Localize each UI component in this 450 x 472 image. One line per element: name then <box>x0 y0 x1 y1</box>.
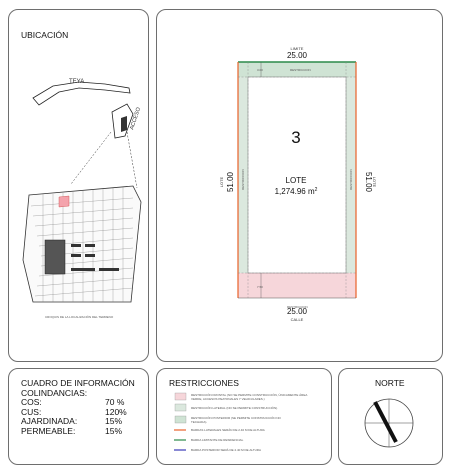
norte-panel: NORTE <box>338 368 443 465</box>
right-dim: 51.00 <box>364 172 373 193</box>
restricciones-legend <box>174 392 187 451</box>
subdivision-plan <box>22 185 142 303</box>
buildable-area <box>247 76 347 274</box>
info-title: CUADRO DE INFORMACIÓN <box>21 378 135 388</box>
info-panel: CUADRO DE INFORMACIÓN COLINDANCIAS: COS:… <box>8 368 149 465</box>
legend-swatch-front <box>174 392 187 401</box>
left-label: LOTE <box>219 176 224 187</box>
compass-icon <box>364 398 414 448</box>
info-row-ajardinada: AJARDINADA:15% <box>21 416 123 426</box>
right-label: LOTE <box>372 177 377 188</box>
left-dim: 51.00 <box>226 171 235 192</box>
info-rows: COS:70 % CUS:120% AJARDINADA:15% PERMEAB… <box>21 397 141 436</box>
ubicacion-title: UBICACIÓN <box>21 30 69 40</box>
side-band-text-left: RESTRICCION <box>241 169 245 190</box>
legend-text-green: BARDA LIMITANTE DE RESIDENCIAL <box>191 438 244 442</box>
info-row-cos: COS:70 % <box>21 397 125 407</box>
info-subtitle: COLINDANCIAS: <box>21 388 88 398</box>
lot-area: 1,274.96 m2 <box>275 187 318 196</box>
map-caption: CROQUIS DE LA LOCALIZACIÓN DEL TERRENO <box>45 314 114 319</box>
top-band-dim: 3.00 <box>257 68 263 72</box>
top-dim: 25.00 <box>287 51 308 60</box>
side-band-text-right: RESTRICCION <box>349 169 353 190</box>
lot-plan-panel: 3.00 RESTRICCION 7.50 RESTRICCION RESTRI… <box>156 9 443 362</box>
site-marker <box>121 116 127 132</box>
legend-text-posterior: RESTRICCIÓN POSTERIOR (SE PERMITE CONSTR… <box>191 416 281 424</box>
legend-text-lateral: RESTRICCIÓN LATERAL (NO SE PERMITE CONST… <box>191 406 279 410</box>
top-band-text: RESTRICCION <box>290 68 311 72</box>
lot-number: 3 <box>291 128 300 147</box>
legend-text-blue: BARDA POSTERIOR SERÁ DE 2.40 M DE ALTURA <box>191 448 261 452</box>
lateral-band-left <box>238 62 248 298</box>
bottom-dim: 25.00 <box>287 307 308 316</box>
legend-swatch-posterior <box>174 415 187 424</box>
bottom-band-dim: 7.50 <box>257 285 263 289</box>
info-row-permeable: PERMEABLE:15% <box>21 425 123 436</box>
lot-label: LOTE <box>286 176 307 185</box>
teya-label: TEYA <box>69 79 84 85</box>
info-row-cus: CUS:120% <box>21 406 127 417</box>
top-label: LIMITE <box>291 46 304 51</box>
norte-title: NORTE <box>375 378 405 388</box>
restricciones-title: RESTRICCIONES <box>169 378 239 388</box>
bottom-band-text: RESTRICCION <box>287 305 308 309</box>
restricciones-panel: RESTRICCIONES RESTRICCIÓN FRONTAL (NO SE… <box>156 368 332 465</box>
ubicacion-panel: UBICACIÓN TEYA ACCESO <box>8 9 149 362</box>
posterior-band <box>238 62 356 77</box>
bottom-label: CALLE <box>291 317 304 322</box>
north-arrow <box>373 401 398 443</box>
legend-text-front: RESTRICCIÓN FRONTAL (NO SE PERMITE CONST… <box>191 393 308 401</box>
legend-text-orange: BARDAS LATERALES SERÁN DE 2.40 M DE ALTU… <box>191 428 265 432</box>
road-map-icon <box>32 81 134 139</box>
lot-plan: 3.00 RESTRICCION 7.50 RESTRICCION RESTRI… <box>219 46 377 322</box>
lateral-band-right <box>346 62 356 298</box>
location-map: TEYA ACCESO <box>22 79 142 319</box>
front-band <box>238 273 356 298</box>
legend-swatch-lateral <box>174 403 187 412</box>
